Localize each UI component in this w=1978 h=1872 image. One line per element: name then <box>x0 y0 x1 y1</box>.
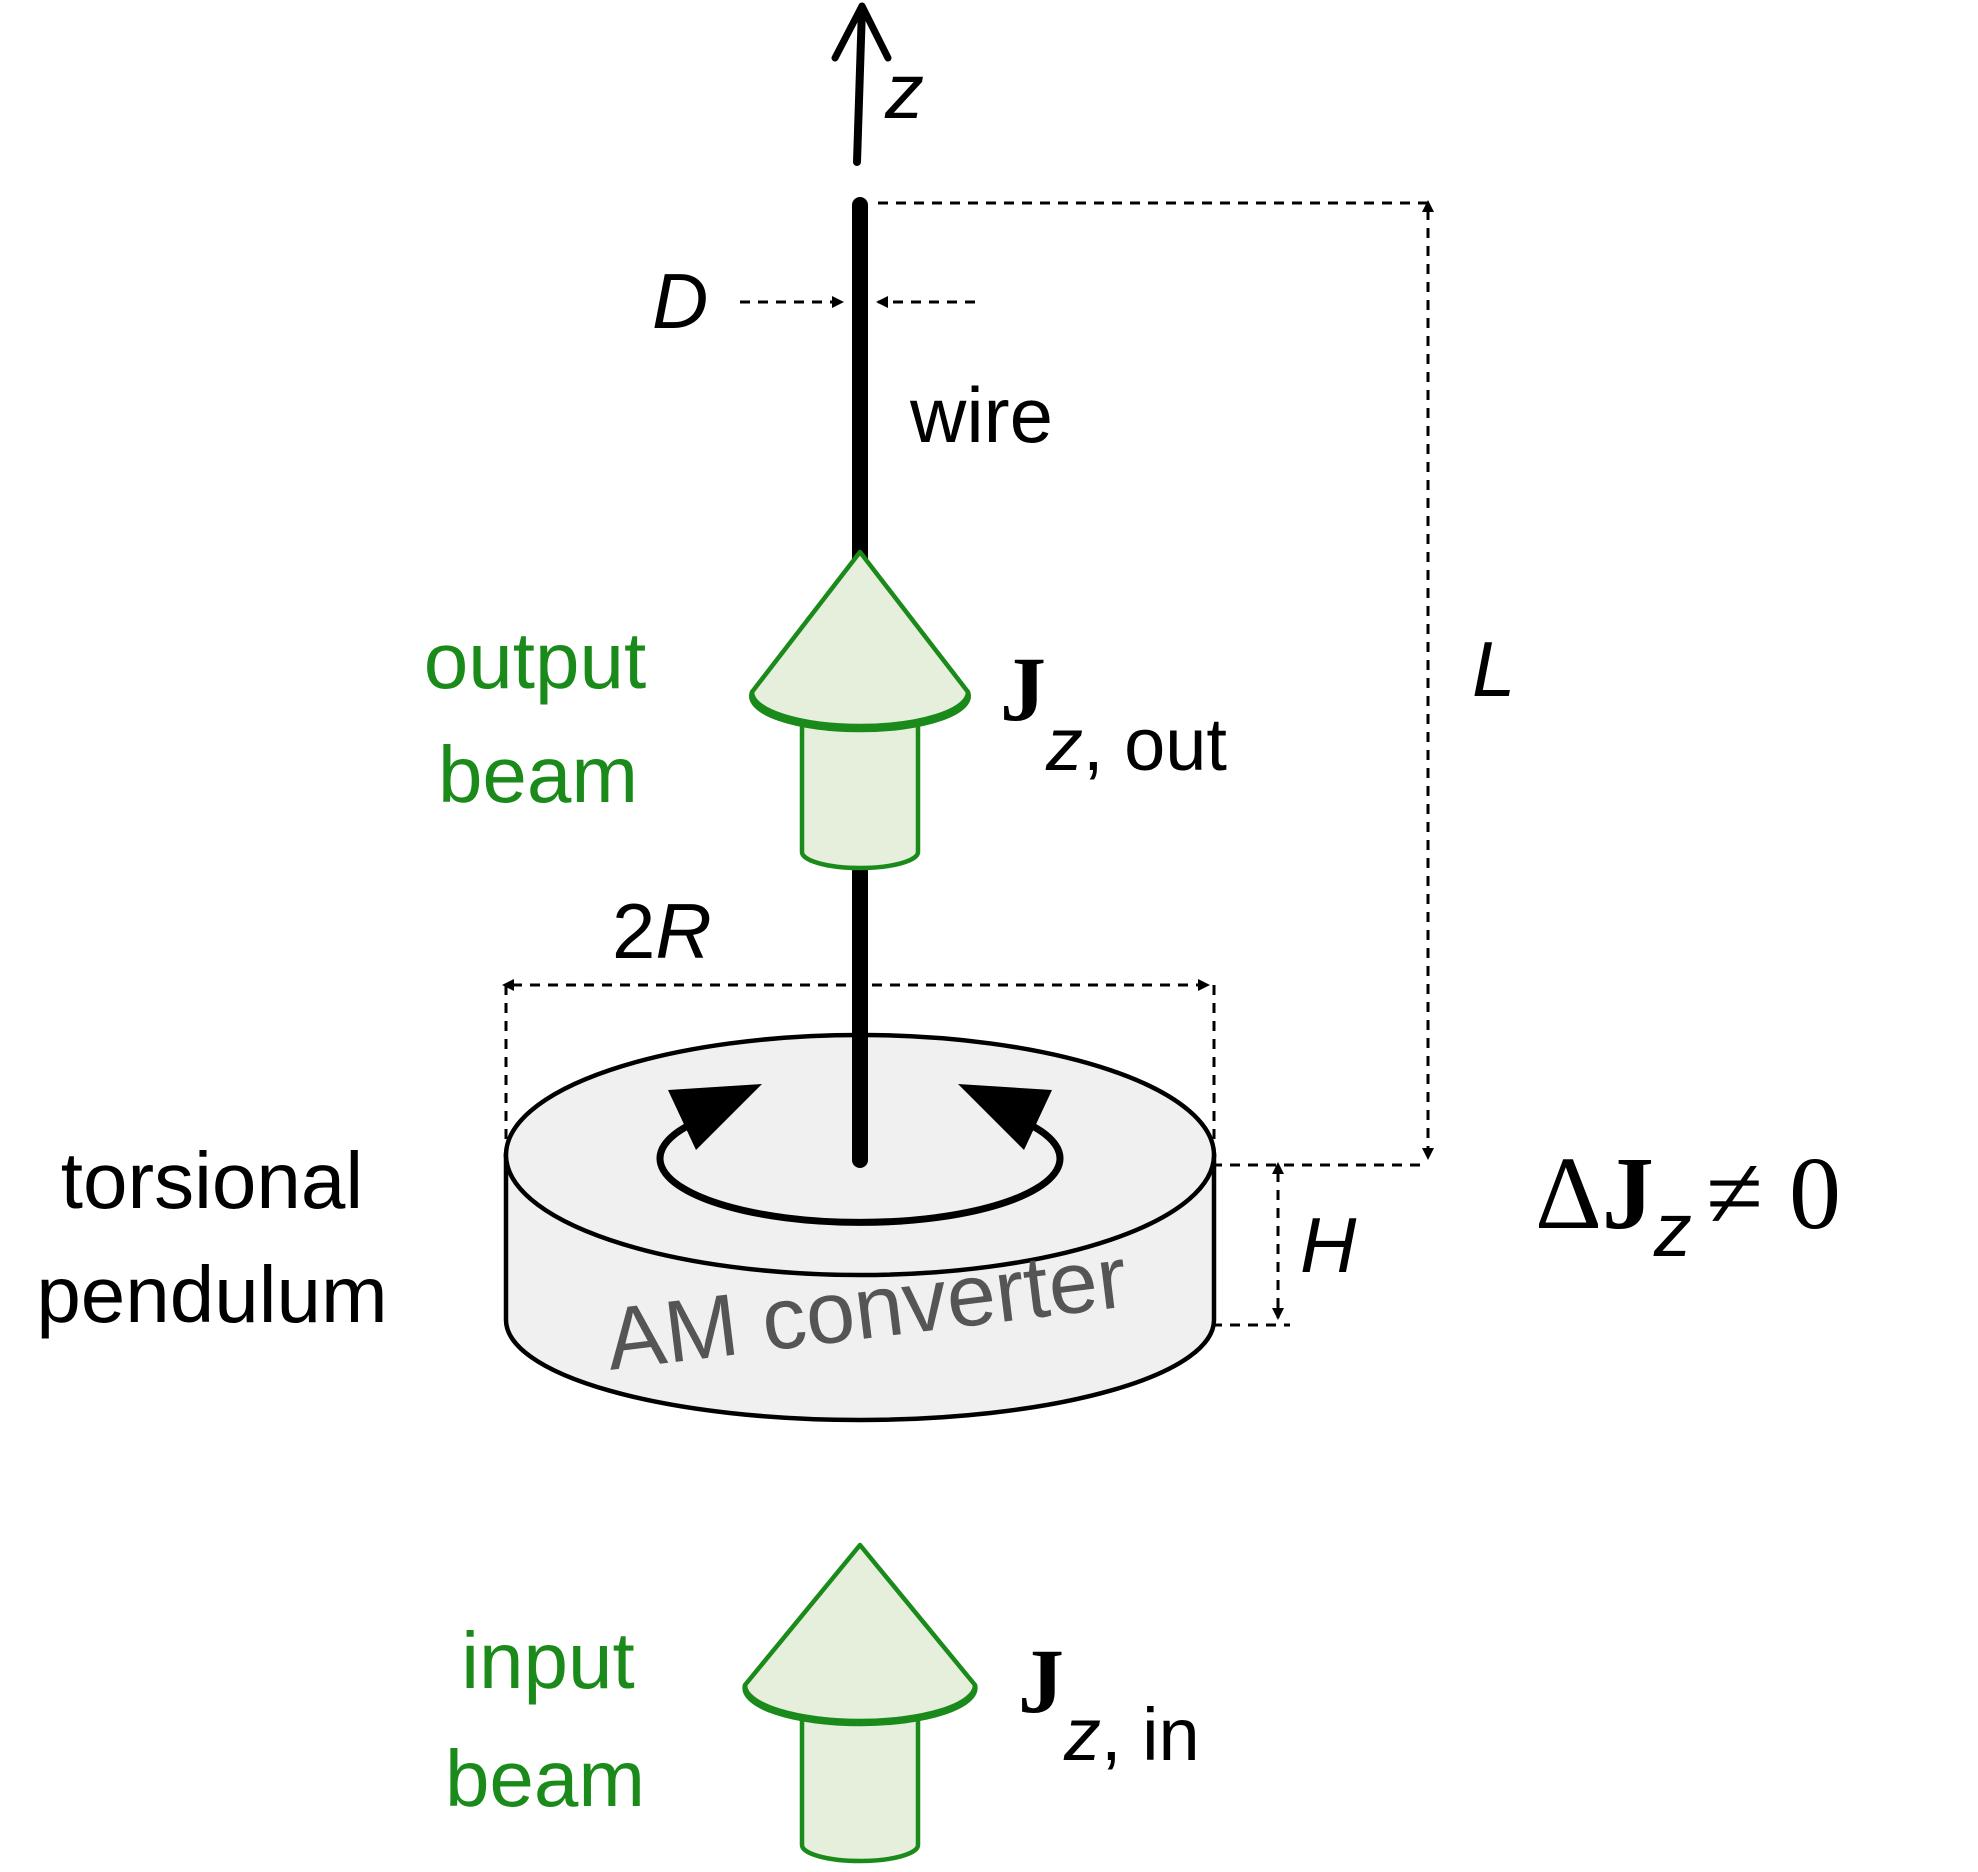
output-j: J <box>1000 638 1046 740</box>
diameter-label: D <box>652 257 708 345</box>
radius-label-prefix: 2 <box>612 887 655 975</box>
rotation-arrows <box>656 1084 1064 1226</box>
height-label: H <box>1300 1201 1357 1289</box>
output-subscript-var: z <box>1045 703 1083 786</box>
input-beam-arrow <box>742 1542 978 1864</box>
result-relation: ≠ 0 <box>1706 1136 1841 1251</box>
input-beam-label-line1: input <box>461 1616 634 1705</box>
output-beam-arrow <box>749 549 971 871</box>
input-subscript-text: , in <box>1101 1693 1200 1776</box>
length-label: L <box>1472 625 1515 713</box>
pendulum-label-line2: pendulum <box>36 1250 387 1339</box>
output-beam-symbol: Jz, out <box>1000 638 1227 786</box>
wire-label: wire <box>909 371 1053 459</box>
z-axis-label: z <box>884 47 924 135</box>
input-subscript-var: z <box>1063 1693 1101 1776</box>
pendulum-label-line1: torsional <box>61 1136 363 1225</box>
angular-momentum-change: ΔJz≠ 0 <box>1535 1136 1841 1273</box>
output-subscript-text: , out <box>1083 703 1227 786</box>
z-axis-arrow <box>831 2 892 166</box>
input-j: J <box>1018 1630 1064 1732</box>
input-beam-label-line2: beam <box>445 1734 645 1823</box>
input-beam-symbol: Jz, in <box>1018 1630 1200 1776</box>
result-j: J <box>1602 1136 1654 1251</box>
radius-label-var: R <box>655 887 711 975</box>
length-dimension <box>878 200 1434 1167</box>
output-beam-label-line1: output <box>424 616 646 705</box>
result-subscript-var: z <box>1653 1188 1692 1273</box>
delta-symbol: Δ <box>1535 1136 1602 1251</box>
radius-label: 2R <box>612 887 712 975</box>
height-dimension <box>1212 1162 1290 1327</box>
output-beam-label-line2: beam <box>438 730 638 819</box>
